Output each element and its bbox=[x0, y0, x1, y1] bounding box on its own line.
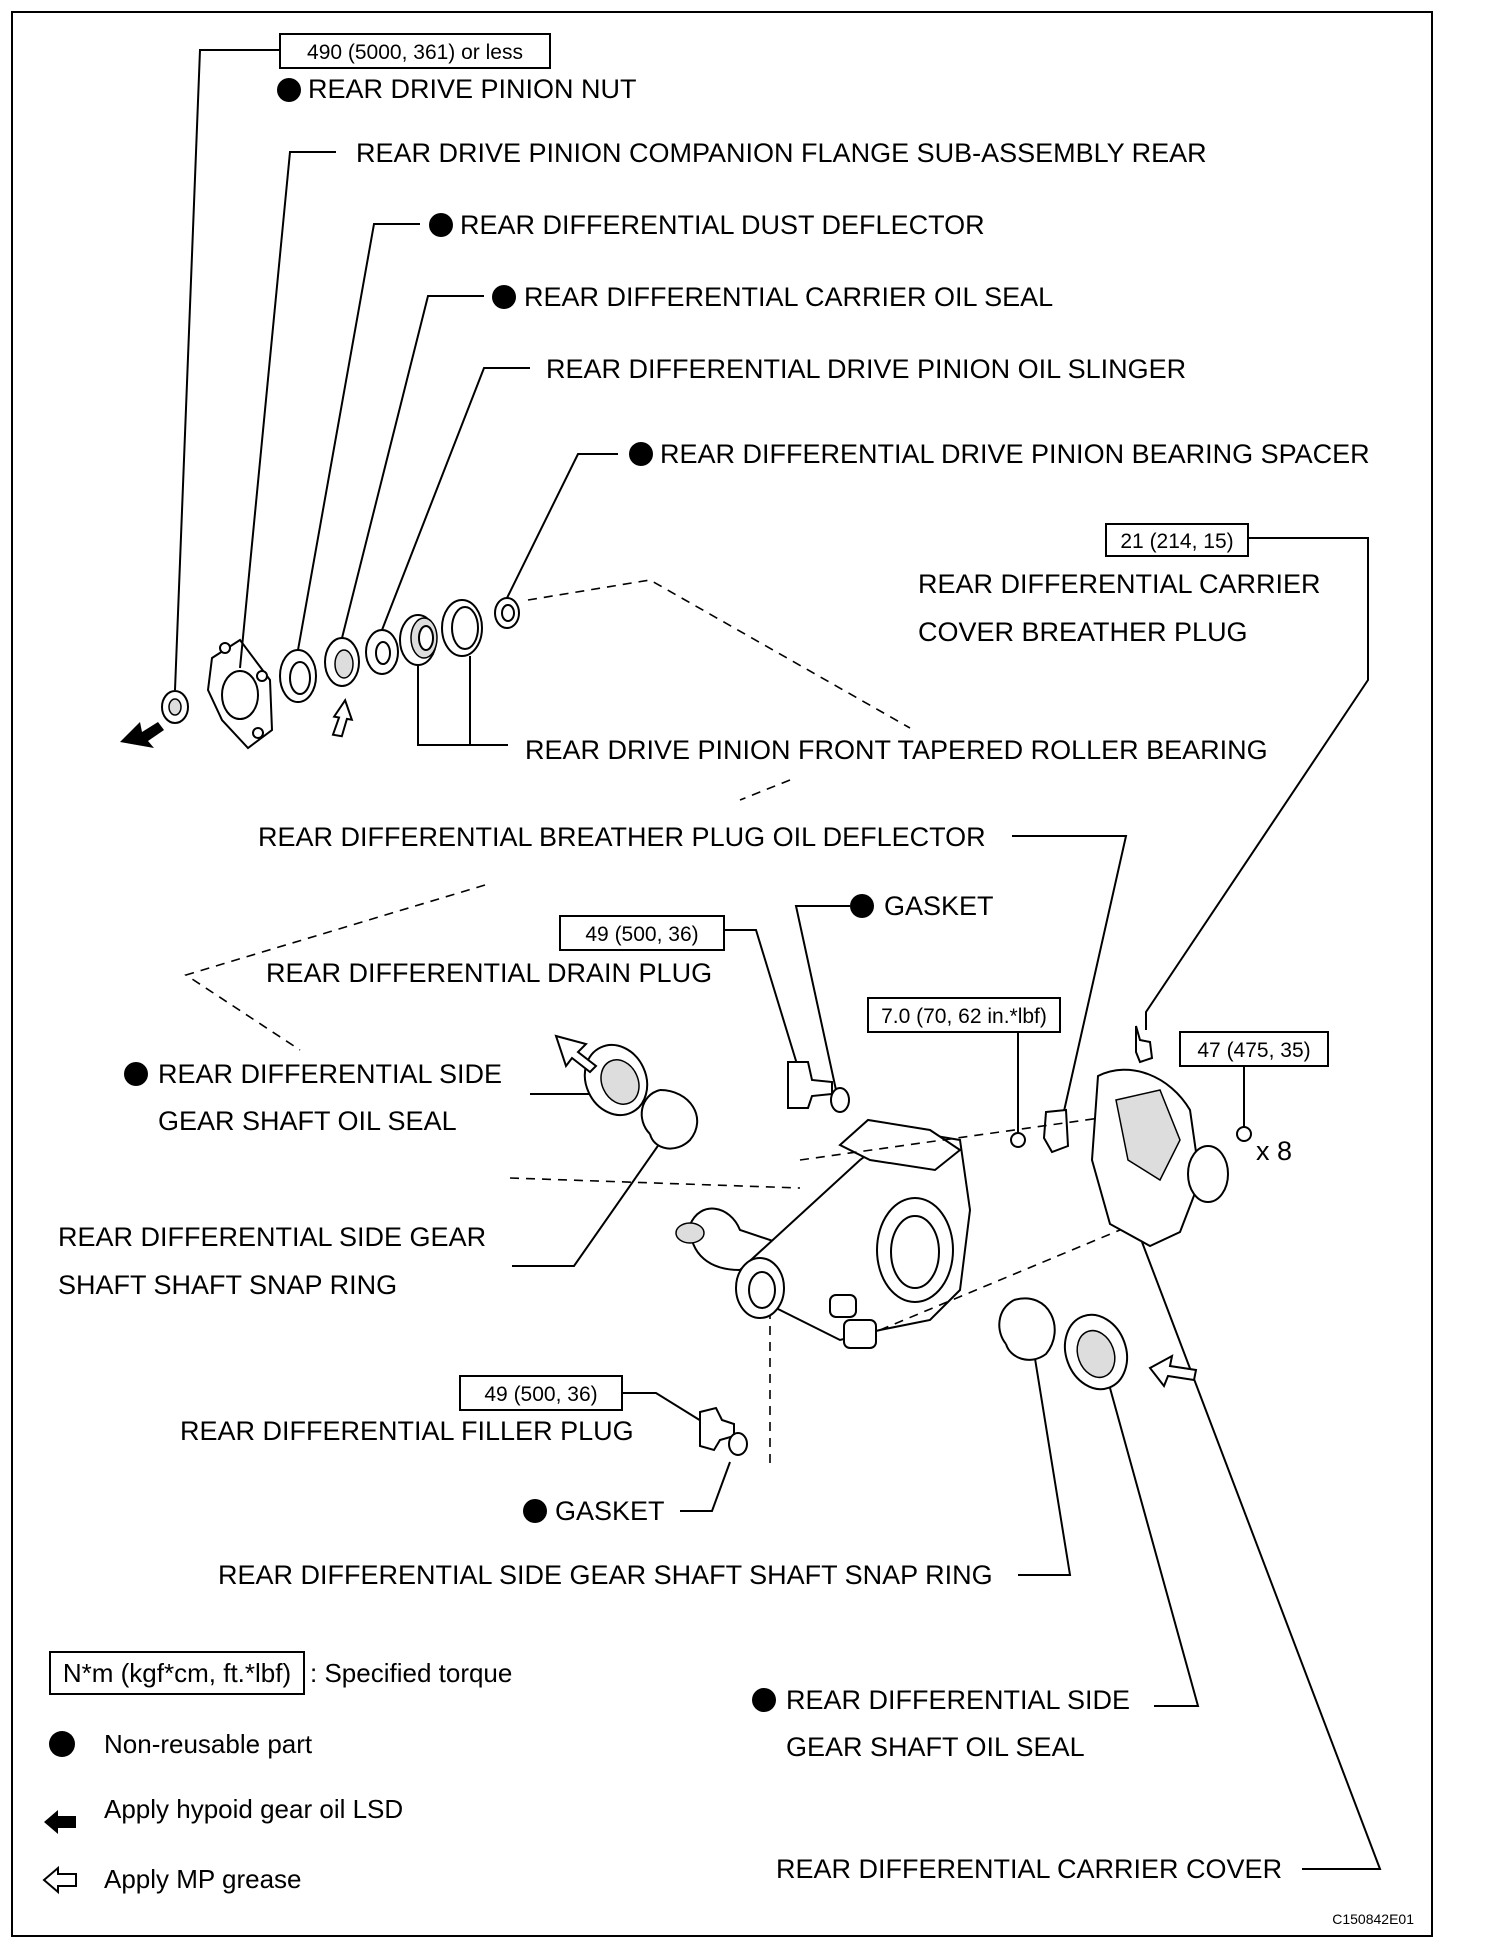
label-front-bearing: REAR DRIVE PINION FRONT TAPERED ROLLER B… bbox=[525, 735, 1268, 765]
breather-plug-callout: 21 (214, 15) REAR DIFFERENTIAL CARRIER C… bbox=[918, 523, 1369, 1030]
non-reusable-mark-icon bbox=[629, 442, 653, 466]
drain-plug-part bbox=[787, 1061, 850, 1113]
front-bearing-part bbox=[399, 599, 483, 666]
dust-deflector-part bbox=[279, 649, 317, 703]
label-breather-plug-line1: REAR DIFFERENTIAL CARRIER bbox=[918, 569, 1321, 599]
pinion-leaders bbox=[174, 49, 618, 746]
carrier-cover-part bbox=[1090, 1025, 1229, 1248]
cover-bolt-torque: 47 (475, 35) bbox=[1197, 1039, 1310, 1062]
companion-flange-part bbox=[206, 638, 274, 750]
bearing-spacer-part bbox=[494, 597, 520, 629]
label-left-snap-ring-line2: SHAFT SHAFT SNAP RING bbox=[58, 1270, 397, 1300]
label-left-side-seal-line2: GEAR SHAFT OIL SEAL bbox=[158, 1106, 457, 1136]
legend-torque-box: N*m (kgf*cm, ft.*lbf) bbox=[63, 1658, 291, 1688]
label-filler-plug: REAR DIFFERENTIAL FILLER PLUG bbox=[180, 1416, 634, 1446]
breather-deflector-part bbox=[1010, 1108, 1070, 1154]
legend-torque-desc: : Specified torque bbox=[310, 1658, 512, 1688]
label-bearing-spacer: REAR DIFFERENTIAL DRIVE PINION BEARING S… bbox=[660, 439, 1370, 469]
label-carrier-cover: REAR DIFFERENTIAL CARRIER COVER bbox=[776, 1854, 1282, 1884]
legend-hypoid-oil-icon bbox=[44, 1810, 76, 1834]
filler-plug-part bbox=[699, 1406, 748, 1456]
label-breather-deflector: REAR DIFFERENTIAL BREATHER PLUG OIL DEFL… bbox=[258, 822, 986, 852]
label-left-side-seal-line1: REAR DIFFERENTIAL SIDE bbox=[158, 1059, 502, 1089]
cover-bolt-part bbox=[1236, 1126, 1252, 1142]
right-snap-ring-part bbox=[998, 1297, 1056, 1361]
label-gasket-lower: GASKET bbox=[555, 1496, 665, 1526]
deflector-bolt-torque: 7.0 (70, 62 in.*lbf) bbox=[881, 1005, 1047, 1028]
label-gasket-upper: GASKET bbox=[884, 891, 994, 921]
deflector-bolt-callout: 7.0 (70, 62 in.*lbf) bbox=[867, 997, 1061, 1136]
mp-grease-arrow-icon bbox=[554, 1034, 598, 1074]
oil-slinger-part bbox=[365, 629, 399, 675]
carrier-oil-seal-part bbox=[324, 637, 360, 687]
drain-plug-torque: 49 (500, 36) bbox=[585, 923, 698, 946]
legend-non-reusable-icon bbox=[49, 1731, 75, 1757]
drain-plug-callout: 49 (500, 36) REAR DIFFERENTIAL DRAIN PLU… bbox=[266, 915, 801, 1075]
hypoid-oil-arrow-icon bbox=[120, 722, 164, 748]
cover-bolt-quantity: x 8 bbox=[1256, 1136, 1292, 1166]
differential-carrier-part bbox=[675, 1118, 972, 1349]
figure-code: C150842E01 bbox=[1332, 1911, 1414, 1927]
label-right-snap-ring: REAR DIFFERENTIAL SIDE GEAR SHAFT SHAFT … bbox=[218, 1560, 993, 1590]
label-carrier-oil-seal: REAR DIFFERENTIAL CARRIER OIL SEAL bbox=[524, 282, 1053, 312]
label-left-snap-ring-line1: REAR DIFFERENTIAL SIDE GEAR bbox=[58, 1222, 486, 1252]
non-reusable-mark-icon bbox=[277, 78, 301, 102]
non-reusable-mark-icon bbox=[752, 1688, 776, 1712]
legend-non-reusable: Non-reusable part bbox=[104, 1729, 313, 1759]
label-right-side-seal-line2: GEAR SHAFT OIL SEAL bbox=[786, 1732, 1085, 1762]
filler-plug-callout: 49 (500, 36) REAR DIFFERENTIAL FILLER PL… bbox=[180, 1375, 707, 1446]
non-reusable-mark-icon bbox=[492, 285, 516, 309]
mp-grease-arrow-icon bbox=[331, 698, 354, 738]
pinion-assembly bbox=[120, 579, 911, 750]
label-drain-plug: REAR DIFFERENTIAL DRAIN PLUG bbox=[266, 958, 712, 988]
left-side-seal-part bbox=[583, 1043, 649, 1117]
left-snap-ring-part bbox=[640, 1089, 699, 1150]
filler-plug-torque: 49 (500, 36) bbox=[484, 1383, 597, 1406]
mp-grease-arrow-icon bbox=[1148, 1354, 1198, 1388]
label-right-side-seal-line1: REAR DIFFERENTIAL SIDE bbox=[786, 1685, 1130, 1715]
cover-bolt-callout: 47 (475, 35) x 8 bbox=[1179, 1031, 1329, 1166]
label-dust-deflector: REAR DIFFERENTIAL DUST DEFLECTOR bbox=[460, 210, 985, 240]
non-reusable-mark-icon bbox=[124, 1062, 148, 1086]
label-oil-slinger: REAR DIFFERENTIAL DRIVE PINION OIL SLING… bbox=[546, 354, 1186, 384]
label-companion-flange: REAR DRIVE PINION COMPANION FLANGE SUB-A… bbox=[356, 138, 1207, 168]
pinion-nut-part bbox=[161, 690, 189, 724]
diagram-frame bbox=[11, 11, 1433, 1937]
non-reusable-mark-icon bbox=[429, 213, 453, 237]
right-side-seal-part bbox=[1063, 1313, 1129, 1391]
non-reusable-mark-icon bbox=[523, 1499, 547, 1523]
pinion-nut-torque: 490 (5000, 361) or less bbox=[307, 41, 523, 64]
pinion-nut-callout: 490 (5000, 361) or less REAR DRIVE PINIO… bbox=[277, 33, 637, 104]
label-breather-plug-line2: COVER BREATHER PLUG bbox=[918, 617, 1248, 647]
non-reusable-mark-icon bbox=[850, 894, 874, 918]
legend-hypoid-oil: Apply hypoid gear oil LSD bbox=[104, 1794, 403, 1824]
legend-mp-grease-icon bbox=[42, 1865, 77, 1895]
legend: N*m (kgf*cm, ft.*lbf) : Specified torque… bbox=[42, 1651, 512, 1895]
label-pinion-nut: REAR DRIVE PINION NUT bbox=[308, 74, 637, 104]
legend-mp-grease: Apply MP grease bbox=[104, 1864, 302, 1894]
breather-plug-torque: 21 (214, 15) bbox=[1120, 530, 1233, 553]
